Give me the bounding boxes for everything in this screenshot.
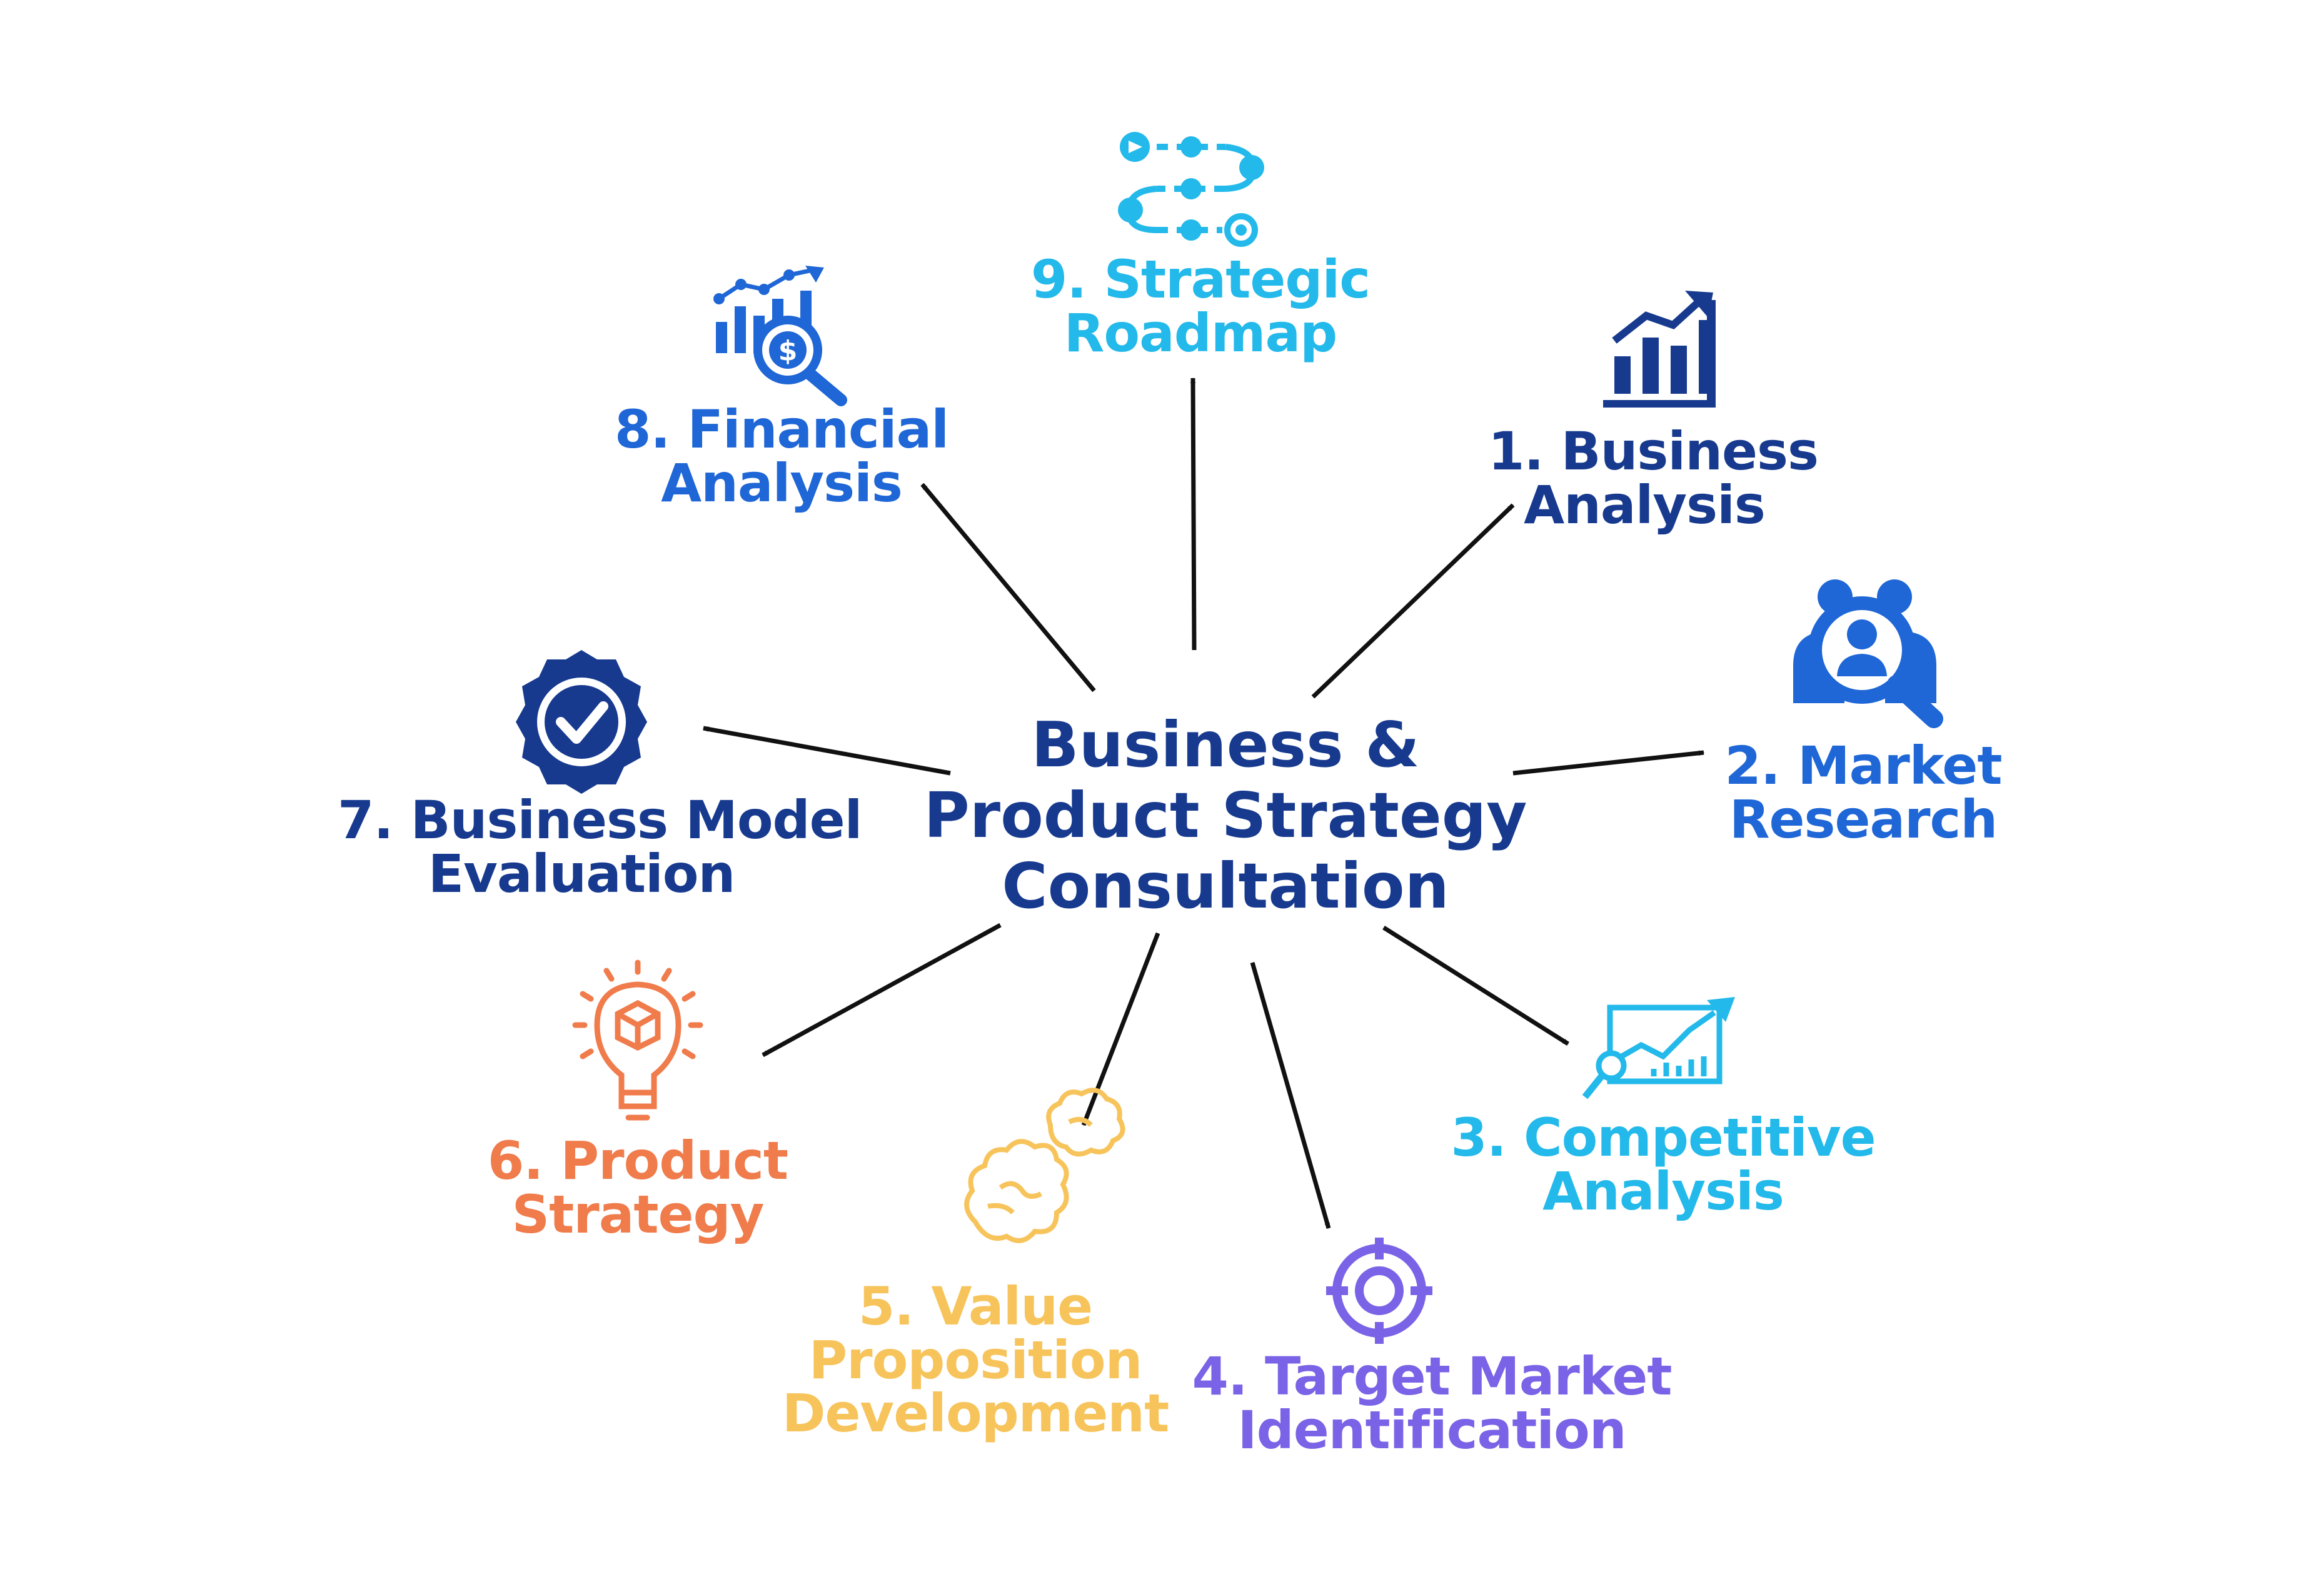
center-title-line3: Consultation <box>1002 849 1449 923</box>
finance-chart-magnifier-icon <box>713 266 847 406</box>
arrow-to-product-strategy <box>762 923 1002 1058</box>
node-label-line1: 5. Value <box>858 1276 1093 1337</box>
brain-puzzle-icon <box>964 1088 1125 1243</box>
lightbulb-box-icon <box>572 959 703 1121</box>
dollar-sign-icon: $ <box>778 335 798 367</box>
check-badge-icon <box>516 650 647 794</box>
center-title-line1: Business & <box>1031 708 1420 781</box>
arrow-to-market-research <box>1512 750 1704 776</box>
node-product-strategy: 6. Product Strategy <box>481 1134 794 1241</box>
arrow-to-business-model <box>703 726 951 776</box>
node-financial-analysis: 8. Financial Analysis <box>594 403 969 510</box>
node-business-model: 7. Business Model Evaluation <box>338 789 862 904</box>
arrow-to-value-proposition <box>1081 932 1160 1126</box>
node-label-line1: 4. Target Market <box>1192 1346 1672 1407</box>
analytics-screen-icon <box>1582 997 1735 1099</box>
crosshair-target-icon <box>1326 1238 1432 1344</box>
roadmap-path-icon <box>1118 132 1264 247</box>
node-label-line2: Roadmap <box>1064 302 1338 364</box>
node-label-line1: 9. Strategic <box>1030 249 1371 310</box>
arrow-to-business-analysis <box>1311 503 1515 699</box>
node-label-line1: 1. Business <box>1488 421 1819 482</box>
node-label-line2: Strategy <box>511 1183 765 1245</box>
node-target-market: 4. Target Market Identification <box>1188 1346 1676 1461</box>
node-label-line1: 3. Competitive <box>1451 1107 1876 1168</box>
node-label-line2: Identification <box>1237 1399 1626 1461</box>
center-title: Business & Product Strategy Consultation <box>913 709 1538 921</box>
node-value-proposition: 5. Value Proposition Development <box>782 1276 1170 1444</box>
node-label-line2: Evaluation <box>428 843 736 904</box>
node-label-line1: 8. Financial <box>614 399 949 460</box>
node-label-line3: Development <box>782 1383 1170 1444</box>
people-magnifier-icon <box>1793 579 1943 728</box>
bar-chart-growth-icon <box>1603 291 1716 408</box>
arrow-to-target-market <box>1250 962 1331 1229</box>
node-label-line2: Analysis <box>661 452 903 514</box>
node-business-analysis: 1. Business Analysis <box>1488 421 1819 536</box>
node-label-line2: Proposition <box>808 1329 1143 1391</box>
node-label-line2: Analysis <box>1524 474 1766 536</box>
arrow-to-strategic-roadmap <box>1190 378 1197 651</box>
node-competitive-analysis: 3. Competitive Analysis <box>1451 1111 1876 1218</box>
arrow-to-financial-analysis <box>920 483 1096 693</box>
node-market-research: 2. Market Research <box>1701 739 2026 846</box>
node-label-line1: 7. Business Model <box>338 789 862 851</box>
node-label-line1: 6. Product <box>487 1130 788 1191</box>
node-label-line2: Research <box>1729 788 1998 850</box>
node-strategic-roadmap: 9. Strategic Roadmap <box>1013 253 1388 360</box>
node-label-line2: Analysis <box>1542 1160 1784 1222</box>
node-label-line1: 2. Market <box>1724 735 2002 796</box>
arrow-to-competitive-analysis <box>1382 926 1569 1046</box>
center-title-line2: Product Strategy <box>923 779 1527 852</box>
